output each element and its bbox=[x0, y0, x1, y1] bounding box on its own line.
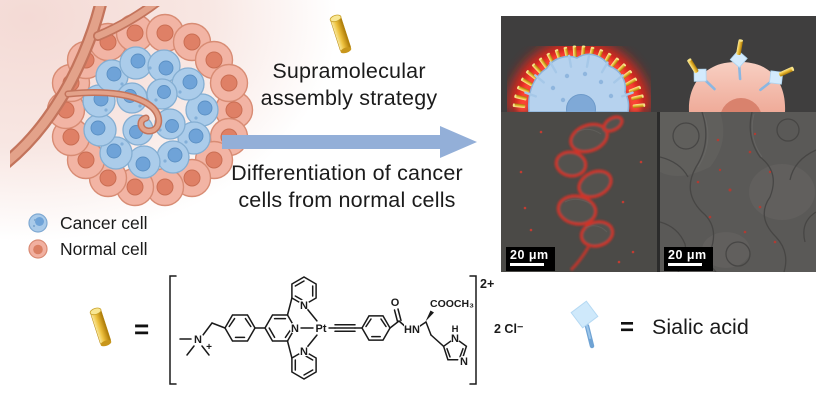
cancer-cell-schematic bbox=[507, 40, 651, 112]
equals-sign-structure: = bbox=[134, 314, 150, 344]
scalebar-cancer-label: 20 μm bbox=[510, 248, 549, 262]
sialic-acid-label: Sialic acid bbox=[652, 315, 749, 339]
atom-o-carbonyl: O bbox=[391, 297, 400, 309]
tumor-illustration bbox=[10, 6, 254, 207]
equals-sign-sialic: = bbox=[620, 314, 635, 341]
scalebar-normal-label: 20 μm bbox=[668, 248, 707, 262]
ester-group-label: COOCH₃ bbox=[430, 298, 474, 310]
pt-rod-icon-top bbox=[329, 14, 352, 54]
normal-nucleus bbox=[721, 98, 761, 112]
complex-charge: 2+ bbox=[480, 277, 494, 291]
cancer-cell-icon bbox=[28, 213, 48, 233]
pt-rod-icon-legend bbox=[89, 307, 112, 347]
imidazole-h: H bbox=[452, 324, 459, 335]
schematic-row bbox=[501, 16, 816, 112]
cancer-nucleus bbox=[566, 94, 596, 112]
pt-complex-structure: N + N N N Pt O HN COOCH₃ H N N 2+ 2 Cl⁻ bbox=[169, 275, 524, 385]
result-text-line1: Differentiation of cancer bbox=[231, 161, 463, 185]
counterion-label: 2 Cl⁻ bbox=[494, 322, 524, 336]
atom-n-ammonium: N bbox=[194, 334, 202, 346]
atom-n-imidazole: N bbox=[460, 356, 468, 368]
faint-red-specks bbox=[688, 132, 777, 256]
red-speckles bbox=[519, 130, 643, 264]
vessel-inner-branch bbox=[64, 89, 163, 135]
cancer-cell-label: Cancer cell bbox=[60, 212, 148, 233]
blood-vessel bbox=[10, 6, 160, 168]
strategy-text-line2: assembly strategy bbox=[260, 86, 438, 110]
sialic-acid-icon bbox=[570, 300, 599, 349]
normal-cell-schematic bbox=[678, 37, 799, 112]
micrograph-row bbox=[501, 112, 816, 272]
membrane-spikes bbox=[524, 54, 634, 98]
legend-normal-cell: Normal cell bbox=[27, 238, 148, 260]
atom-pt: Pt bbox=[316, 323, 327, 335]
normal-cell-label: Normal cell bbox=[60, 238, 148, 259]
ammonium-plus: + bbox=[206, 342, 212, 353]
normal-cell-icon bbox=[28, 239, 48, 259]
scalebar-cancer: 20 μm bbox=[506, 247, 555, 271]
result-text-line2: cells from normal cells bbox=[238, 188, 456, 212]
scalebar-normal: 20 μm bbox=[664, 247, 713, 271]
cancer-micrograph bbox=[501, 112, 657, 272]
atom-n-imidazole-nh: N bbox=[451, 333, 459, 345]
legend-cancer-cell: Cancer cell bbox=[27, 212, 148, 234]
stained-cell-chain bbox=[554, 115, 624, 248]
arrow-right-icon bbox=[222, 126, 477, 158]
atom-hn-amide: HN bbox=[404, 324, 420, 336]
results-panel: 20 μm 20 μm bbox=[501, 16, 816, 272]
normal-cell-body bbox=[688, 61, 786, 112]
bracket-right bbox=[469, 275, 477, 385]
atom-n-central: N bbox=[291, 323, 299, 335]
strategy-text-line1: Supramolecular bbox=[272, 59, 426, 83]
bracket-left bbox=[169, 275, 177, 385]
atom-n-upper: N bbox=[300, 300, 308, 312]
atom-n-lower: N bbox=[300, 346, 308, 358]
